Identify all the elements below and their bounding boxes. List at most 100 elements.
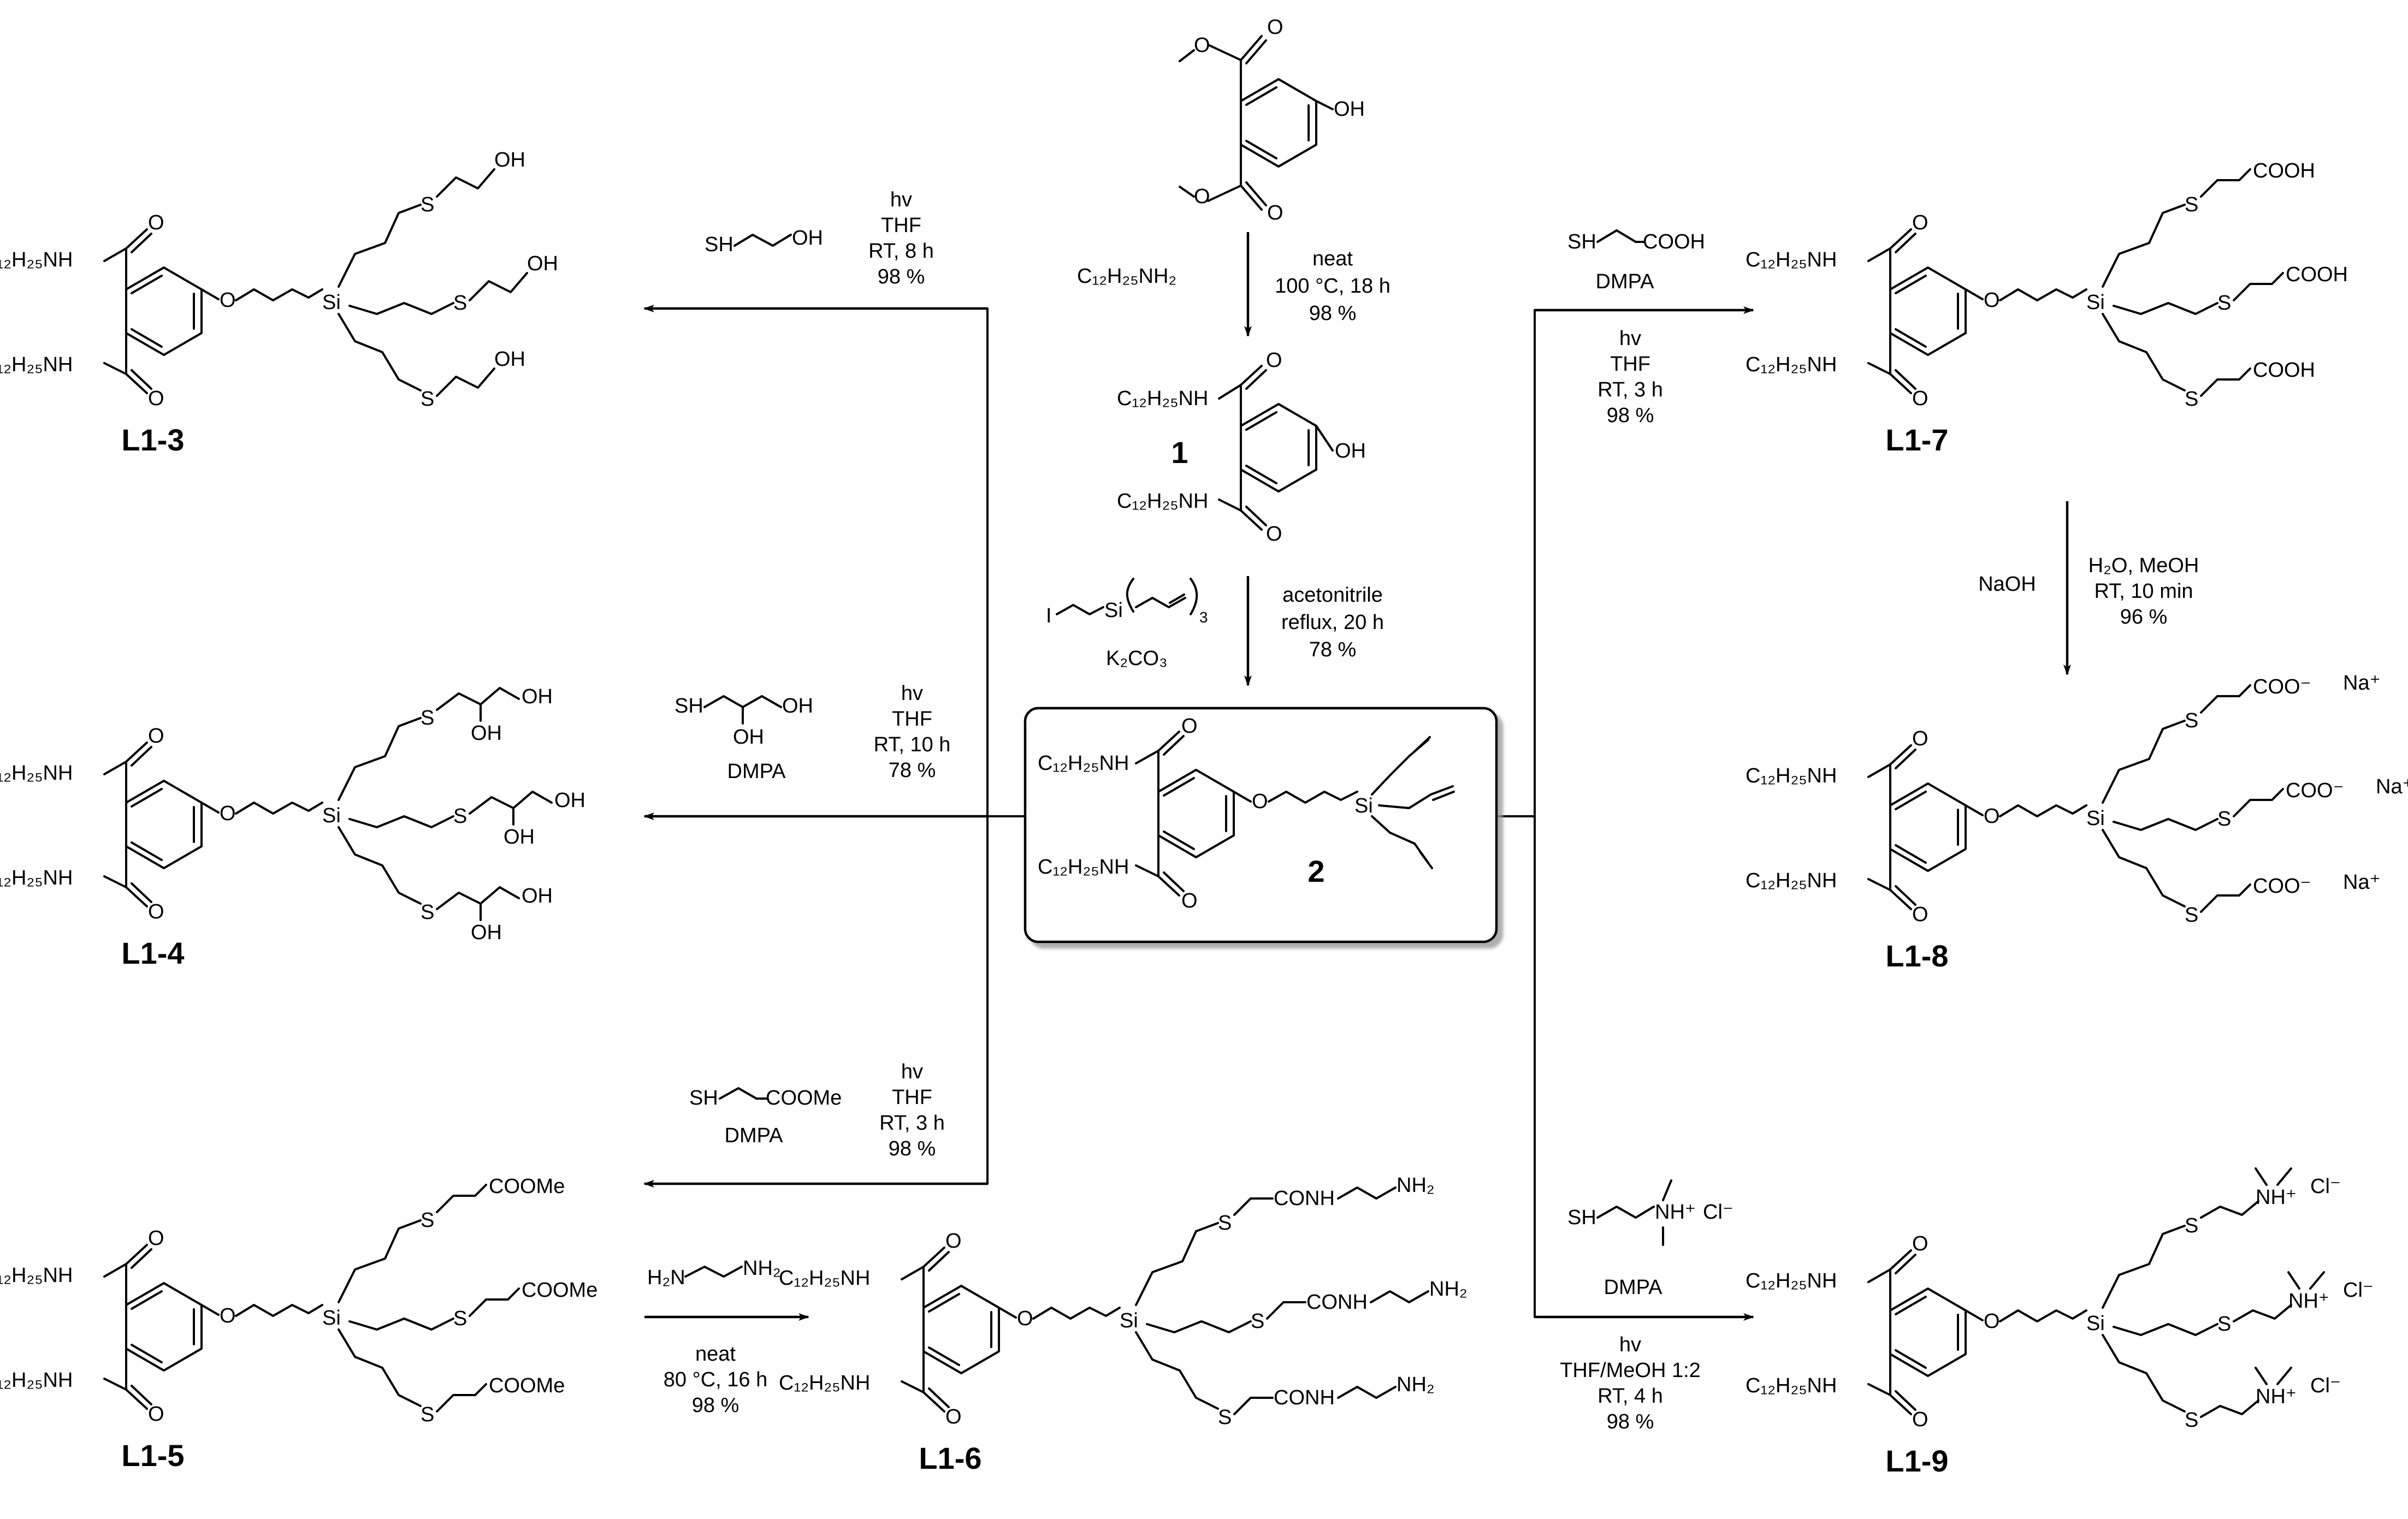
- terminal-group: COO⁻: [2286, 779, 2344, 802]
- start-material: O O O O OH: [1179, 16, 1365, 224]
- compound-name: L1-4: [121, 936, 184, 970]
- l19-cond-4: 98 %: [1607, 1410, 1654, 1433]
- l16-cond-1: neat: [695, 1343, 736, 1366]
- conditions-to-L1-8: H₂O, MeOH RT, 10 min 96 %: [2088, 554, 2199, 628]
- conditions-to-L1-7: hv THF RT, 3 h 98 %: [1598, 327, 1663, 427]
- conditions-step1: neat 100 °C, 18 h 98 %: [1275, 247, 1391, 325]
- terminal-amide: CONH: [1306, 1291, 1368, 1314]
- terminal-oh-2: OH: [471, 722, 502, 745]
- c1-o-bottom: O: [1266, 523, 1282, 545]
- thiol5-sh: SH: [689, 1087, 718, 1109]
- amide-o-top: O: [148, 725, 164, 747]
- step1-cond-2: 100 °C, 18 h: [1275, 275, 1391, 298]
- s-mid: S: [453, 805, 467, 828]
- l14-cond-2: THF: [892, 708, 932, 731]
- c1-oh: OH: [1335, 440, 1366, 462]
- reagent-base: K₂CO₃: [1106, 647, 1168, 670]
- counter-ion: Cl⁻: [2343, 1279, 2374, 1302]
- s-up: S: [421, 193, 434, 216]
- l18-cond-3: 96 %: [2120, 606, 2168, 628]
- amide-o-bottom: O: [148, 387, 164, 410]
- ether-o: O: [220, 1304, 236, 1327]
- terminal-oh: OH: [494, 149, 525, 171]
- step1-cond-1: neat: [1312, 247, 1353, 270]
- ether-o: O: [220, 802, 236, 825]
- c1-ring: [1240, 403, 1317, 493]
- thiol7-dmpa: DMPA: [1596, 270, 1655, 293]
- c2-ether-o: O: [1252, 790, 1268, 813]
- s-down: S: [1218, 1406, 1232, 1429]
- reagent-methyl-thioglycolate: SH COOMe DMPA: [689, 1087, 842, 1147]
- diamine-nh2: NH₂: [743, 1257, 781, 1280]
- terminal-ammonium: NH⁺: [2256, 1186, 2297, 1209]
- step2-cond-1: acetonitrile: [1282, 584, 1383, 607]
- thiol7-sh: SH: [1567, 230, 1596, 253]
- terminal-ammonium: NH⁺: [2288, 1290, 2329, 1313]
- compound-1: O O OH C₁₂H₂₅NH C₁₂H₂₅NH 1: [1117, 349, 1366, 545]
- terminal-oh-1: OH: [522, 685, 553, 708]
- terminal-nh2: NH₂: [1397, 1174, 1435, 1197]
- thiol7-end: COOH: [1643, 230, 1705, 253]
- c2-o-bottom: O: [1181, 889, 1198, 912]
- step2-cond-3: 78 %: [1309, 638, 1357, 661]
- counter-ion: Na⁺: [2343, 672, 2381, 695]
- thiol5-end: COOMe: [766, 1087, 842, 1109]
- s-up: S: [421, 1209, 434, 1232]
- s-up: S: [1218, 1212, 1232, 1235]
- compound-name: L1-7: [1885, 423, 1948, 457]
- reagent-dodecylamine: C₁₂H₂₅NH₂: [1077, 265, 1176, 288]
- l14-cond-3: RT, 10 h: [874, 733, 951, 756]
- terminal-oh-2: OH: [504, 826, 535, 848]
- l15-cond-2: THF: [892, 1086, 932, 1109]
- diamine-h2n: H₂N: [647, 1266, 685, 1289]
- s-mid: S: [2217, 1313, 2231, 1336]
- compound-name: L1-3: [121, 423, 184, 457]
- l17-cond-1: hv: [1619, 327, 1641, 350]
- reagent-cysteamine-ammonium: SH NH⁺ Cl⁻ DMPA: [1567, 1179, 1733, 1299]
- sm-ring: [1240, 78, 1317, 168]
- si: Si: [1120, 1309, 1138, 1332]
- s-mid: S: [453, 292, 467, 315]
- iodide-sub: 3: [1199, 609, 1208, 626]
- ether-o: O: [1984, 289, 2000, 312]
- terminal-oh-1: OH: [522, 885, 553, 907]
- thiol9-nh: NH⁺: [1655, 1201, 1696, 1224]
- iodide-i: I: [1046, 604, 1052, 627]
- sm-oh: OH: [1334, 98, 1365, 121]
- amide-o-bottom: O: [1912, 903, 1928, 926]
- ether-o: O: [1984, 1310, 2000, 1333]
- iodide-si: Si: [1104, 599, 1123, 622]
- thiol5-dmpa: DMPA: [725, 1124, 784, 1147]
- l17-cond-2: THF: [1610, 353, 1650, 376]
- compound-name: L1-8: [1885, 939, 1948, 973]
- c2-amide-top: C₁₂H₂₅NH: [1038, 752, 1129, 775]
- terminal-nh2: NH₂: [1397, 1373, 1435, 1396]
- c2-name: 2: [1307, 854, 1324, 888]
- reagent-thioglycolic-acid: SH COOH DMPA: [1567, 229, 1705, 293]
- s-mid: S: [2217, 808, 2231, 830]
- thiol9-cl: Cl⁻: [1703, 1201, 1733, 1224]
- thiol4-dmpa: DMPA: [727, 760, 786, 783]
- reagent-allylsilane-iodide: I Si 3: [1046, 578, 1208, 627]
- l19-cond-2: THF/MeOH 1:2: [1560, 1359, 1701, 1382]
- c1-amide-top: C₁₂H₂₅NH: [1117, 387, 1208, 410]
- amide-top: C₁₂H₂₅NH: [1746, 764, 1837, 787]
- l17-cond-4: 98 %: [1607, 404, 1654, 427]
- si: Si: [2086, 1312, 2105, 1335]
- step1-cond-3: 98 %: [1309, 302, 1357, 325]
- reagent-mercaptoethanol: SH OH: [705, 227, 823, 256]
- terminal-group: COOH: [2286, 263, 2348, 286]
- si: Si: [322, 804, 341, 827]
- conditions-to-L1-4: hv THF RT, 10 h 78 %: [874, 682, 951, 782]
- amide-bottom: C₁₂H₂₅NH: [0, 353, 73, 376]
- si: Si: [322, 1307, 341, 1330]
- l15-cond-1: hv: [901, 1060, 923, 1083]
- s-mid: S: [453, 1307, 467, 1330]
- compound-name: L1-5: [121, 1438, 184, 1473]
- sm-ester-o-top: O: [1194, 34, 1210, 57]
- amide-bottom: C₁₂H₂₅NH: [779, 1372, 870, 1395]
